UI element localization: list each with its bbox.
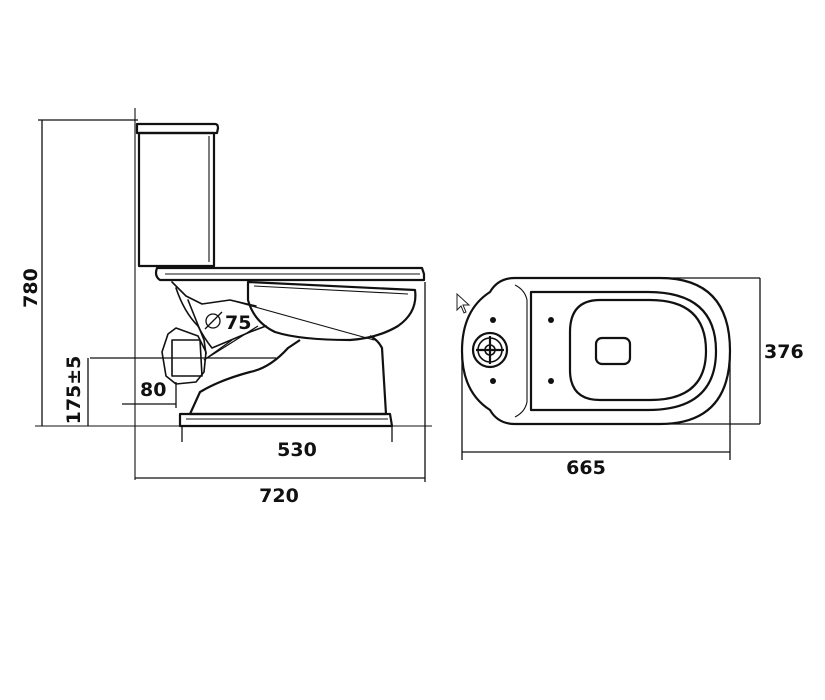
pedestal-base [178,412,394,428]
flush-button [471,331,509,369]
dimension-outlet-height: 175±5 [63,356,89,426]
dimension-530: 530 [181,426,393,461]
plan-seat-opening [568,298,708,402]
plan-width-label: 376 [764,341,804,363]
plan-drain [594,336,632,366]
overall-length-label: 720 [259,485,299,507]
dimension-376: 376 [660,277,804,425]
bowl-rim [253,285,409,295]
tank-lid [135,122,220,135]
dimension-780: 780 [20,119,138,426]
plan-length-label: 665 [566,457,606,479]
plan-tank-curve-bottom [514,401,528,418]
outlet-height-label: 175±5 [63,356,85,425]
mount-hole-3 [548,317,554,323]
diameter-leader-2 [203,339,233,361]
cistern-tank [137,131,216,268]
trapway [171,281,257,307]
mount-hole-4 [548,378,554,384]
dimension-720: 720 [135,282,426,507]
outlet-pipe [171,339,203,377]
mount-hole-2 [490,378,496,384]
pedestal [188,335,388,416]
overall-height-label: 780 [20,268,42,308]
diameter-symbol [205,313,221,329]
dimension-80: 80 [122,379,177,408]
dimension-665: 665 [461,352,731,479]
plan-tank-curve-top [514,284,528,301]
toilet-seat [154,266,426,282]
plan-seat-outer [529,290,718,412]
base-length-label: 530 [277,439,317,461]
dimension-75: 75 [204,311,251,334]
internal-diagonal [229,299,375,341]
toilet-bowl [246,280,417,342]
outlet-width-label: 80 [140,379,166,401]
outlet-diameter-label: 75 [225,312,251,334]
side-view [35,108,432,480]
top-view [460,276,732,426]
mouse-cursor-icon [456,292,471,314]
plan-outline [460,276,732,426]
mount-hole-1 [490,317,496,323]
outlet-flange [161,327,207,385]
